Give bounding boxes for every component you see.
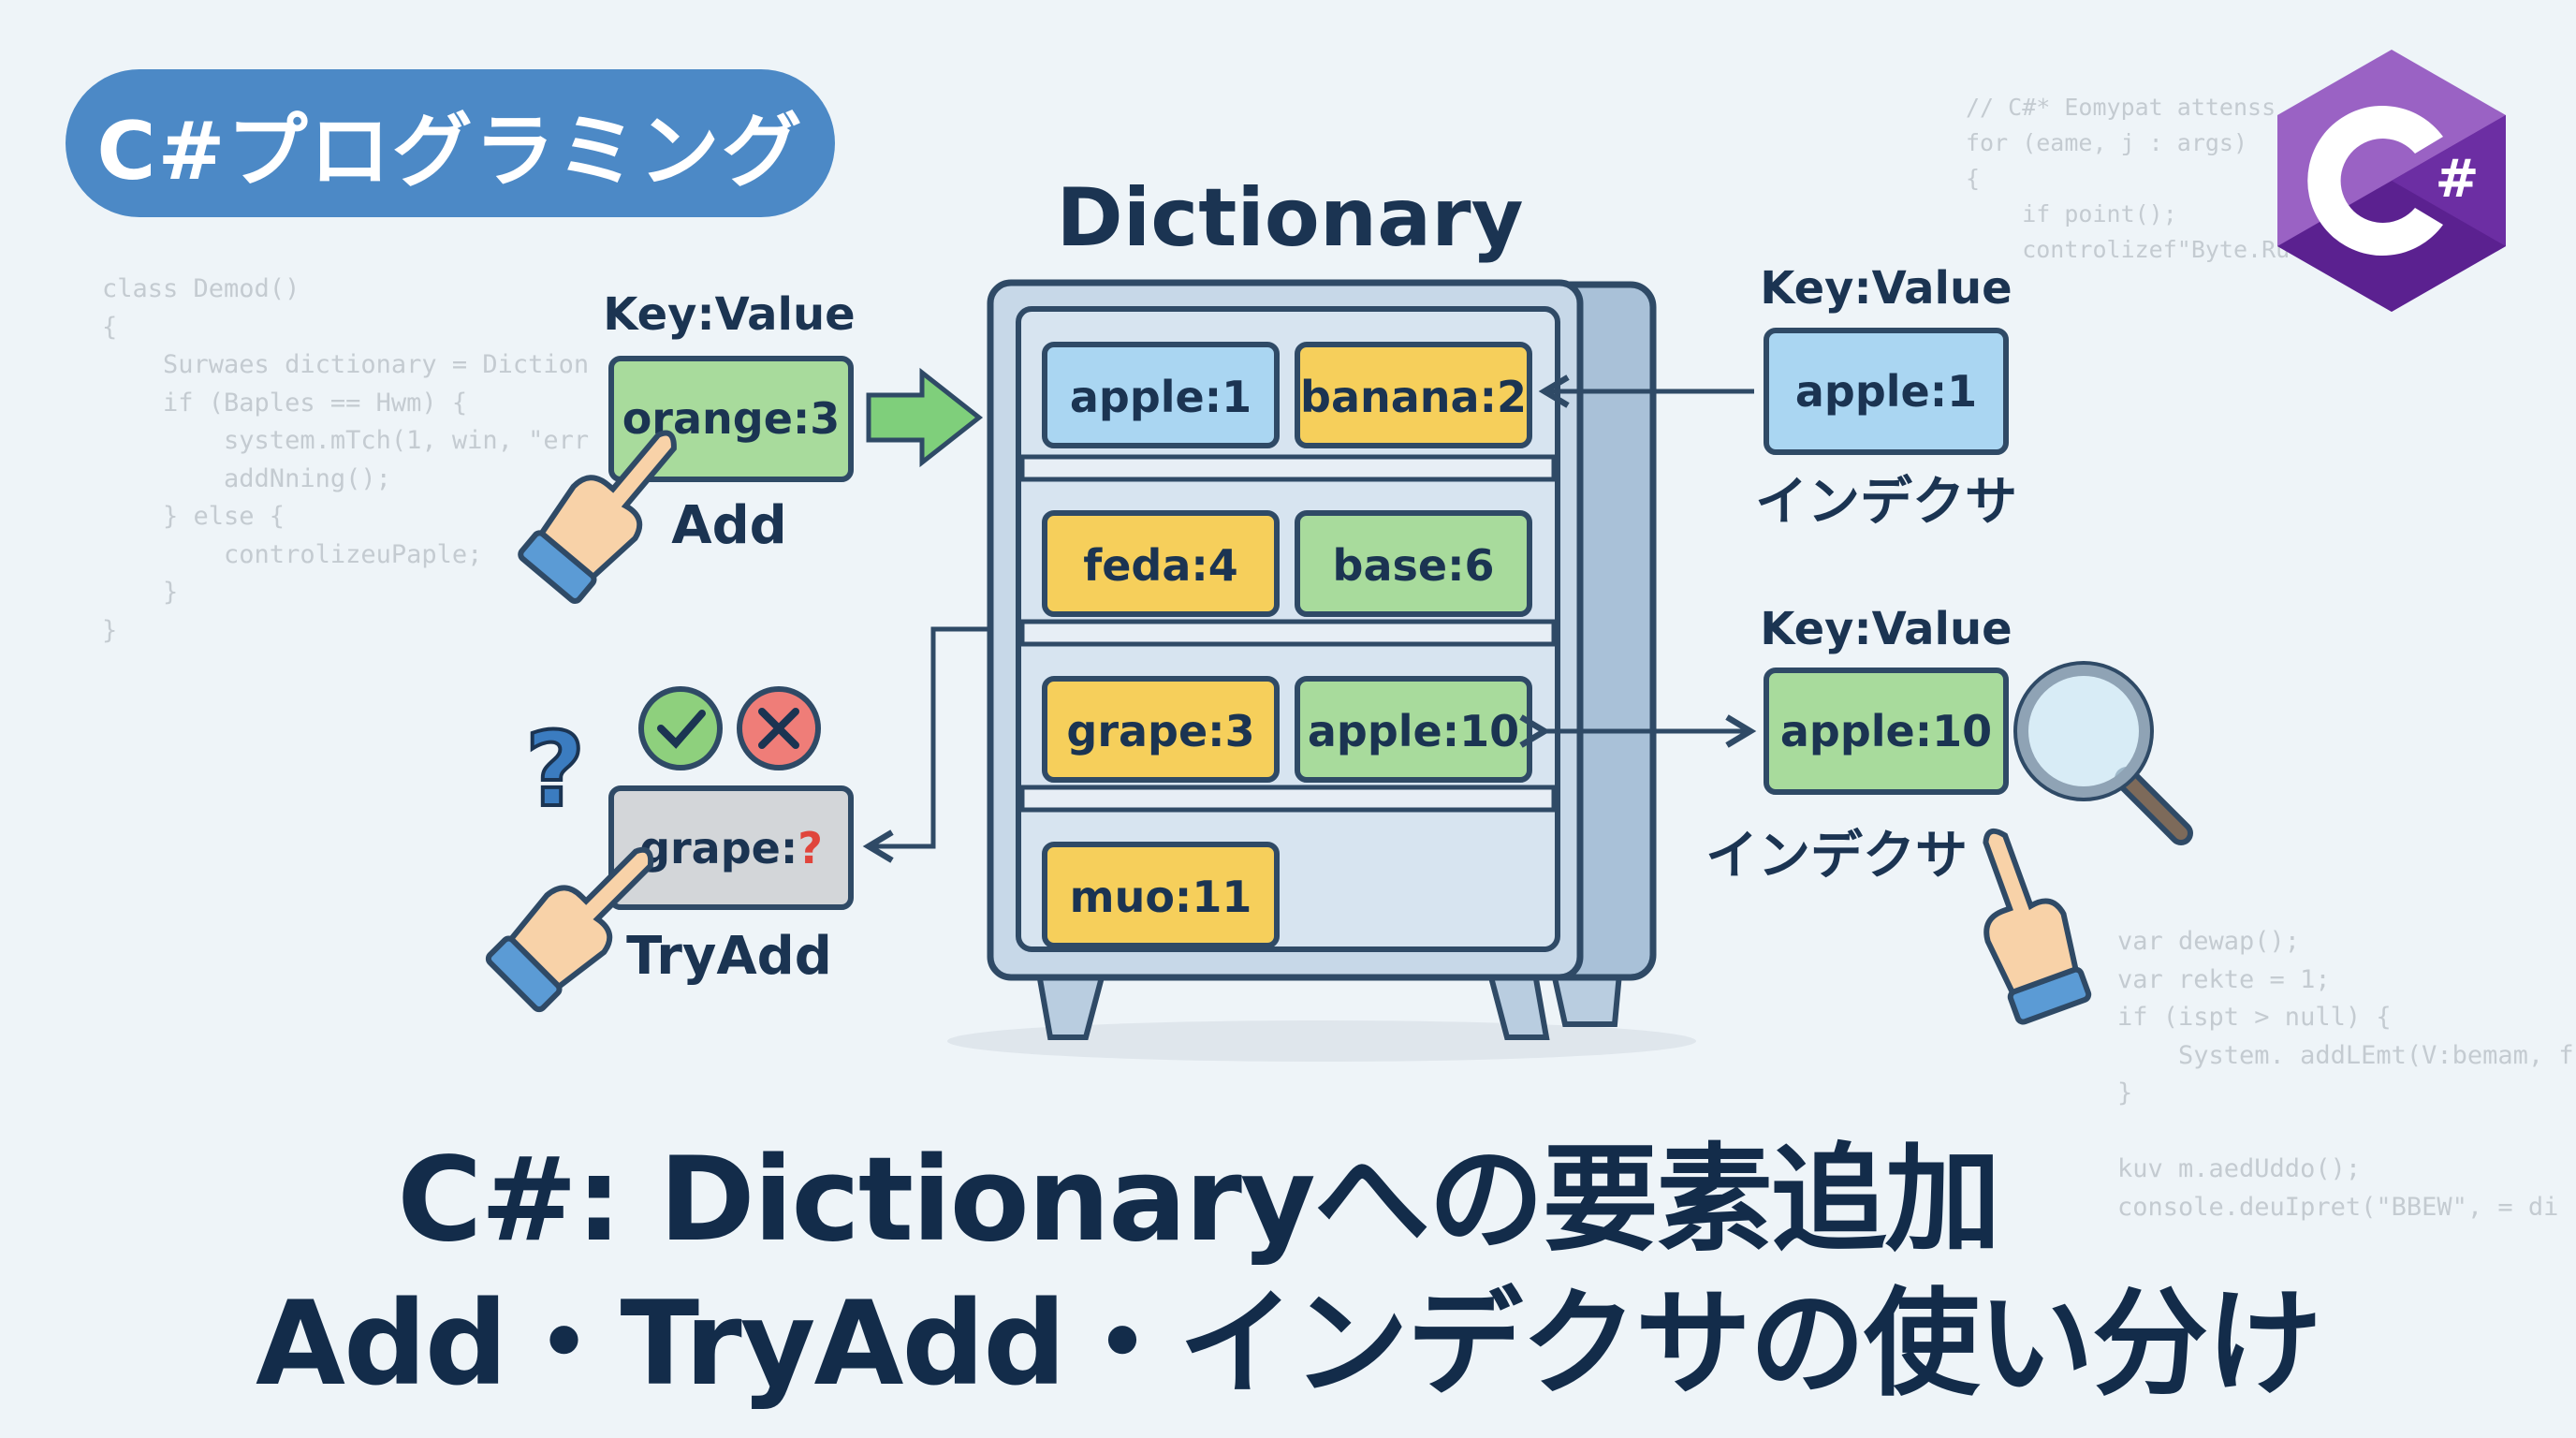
code-line: System. addLEmt(V:bemam, f [2117,1040,2574,1070]
question-mark-icon: ? [525,710,585,829]
dictionary-entry-text: base:6 [1333,540,1495,591]
code-line: } [102,578,179,607]
tryadd-item-box [608,785,854,910]
code-line: { [1966,165,1981,192]
dictionary-entry-box [1042,342,1280,448]
background-code-left: class Demod() { Surwaes dictionary = Dict… [102,271,589,650]
indexer-write-item-box [1764,668,2009,795]
tryadd-item-key: grape: [639,823,798,873]
tryadd-item-unknown: ? [798,823,823,873]
dictionary-entry-box [1042,676,1280,783]
dictionary-entry-text: grape:3 [1066,706,1254,756]
check-icon [638,686,723,770]
code-line: controlizef"Byte.Ru [1966,236,2291,263]
code-line: if point(); [1966,200,2177,227]
code-line: class Demod() [102,274,300,303]
cross-icon [737,686,821,770]
dictionary-entry-text: muo:11 [1070,872,1252,922]
indexer-write-label: インデクサ [1705,826,1968,887]
add-arrow-icon [866,367,984,468]
dictionary-entry-box [1295,510,1532,617]
headline-line1: C#: Dictionaryへの要素追加 [397,1133,2001,1268]
category-badge: C#プログラミング [66,69,835,217]
tryadd-connector-arrow [862,626,990,863]
add-key-value-label: Key:Value [603,288,855,341]
category-badge-label: C#プログラミング [96,104,804,198]
tryadd-label: TryAdd [626,926,832,987]
indexer-write-item-text: apple:10 [1780,706,1992,756]
headline-line2: Add・TryAdd・インデクサの使い分け [256,1277,2322,1412]
add-label: Add [671,495,787,556]
pointing-hand-icon [1983,828,2092,1025]
dictionary-entry-text: feda:4 [1083,540,1238,591]
code-line: controlizeuPaple; [102,539,483,569]
magnifier-icon [2013,661,2193,845]
indexer-read-item-box [1764,328,2009,455]
indexer-write-key-value-label: Key:Value [1760,603,2012,655]
code-line: var rekte = 1; [2117,964,2331,994]
code-line: { [102,312,118,342]
code-line: system.mTch(1, win, "err [102,426,590,455]
indexer-read-item-text: apple:1 [1795,366,1977,417]
code-line: } else { [102,502,285,531]
dictionary-title: Dictionary [1056,171,1523,265]
code-line: addNning(); [102,463,391,493]
svg-text:#: # [2436,149,2480,210]
code-line: kuv m.aedUddo(); [2117,1154,2362,1183]
code-line: if (Baples == Hwm) { [102,388,468,418]
dictionary-cabinet [947,279,1696,1062]
code-line: var dewap(); [2117,927,2301,956]
dictionary-entry-text: apple:10 [1308,706,1519,756]
code-line: for (eame, j : args) [1966,129,2248,156]
indexer-read-key-value-label: Key:Value [1760,262,2012,315]
background-code-right-bottom: var dewap(); var rekte = 1; if (ispt > nul… [2117,923,2574,1226]
code-line: // C#* Eomypat attenss [1966,94,2276,121]
dictionary-entry-text: banana:2 [1300,372,1527,422]
code-line: Surwaes dictionary = Diction [102,350,590,379]
pointing-hand-icon [485,846,654,1013]
pointing-hand-icon [518,430,677,604]
code-line: } [102,615,118,645]
svg-text:grape:?: grape:? [639,823,823,873]
dictionary-entry-box [1042,510,1280,617]
dictionary-entry-box [1295,342,1532,448]
code-line: } [2117,1078,2133,1108]
dictionary-entry-box [1042,842,1280,948]
background-code-right-top: // C#* Eomypat attenss for (eame, j : arg… [1966,90,2290,268]
dictionary-entry-text: apple:1 [1070,372,1251,422]
indexer-read-label: インデクサ [1755,472,2017,533]
code-line: console.deuIpret("BBEW", = di [2117,1192,2559,1222]
csharp-logo: # [2277,50,2506,312]
code-line: if (ispt > null) { [2117,1003,2392,1032]
